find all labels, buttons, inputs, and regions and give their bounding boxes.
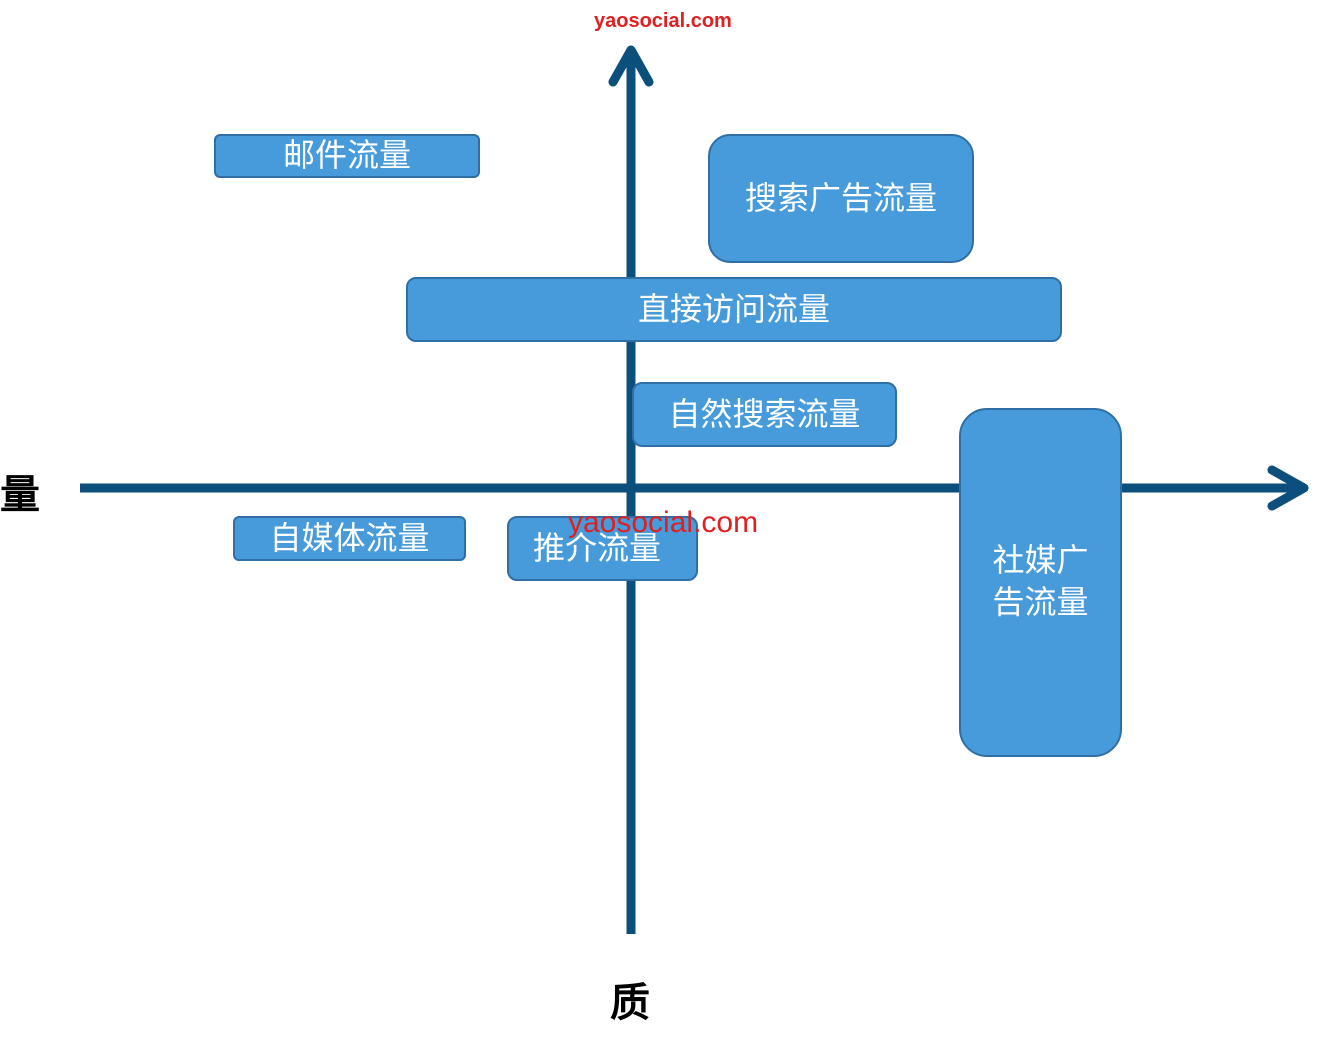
box-search-ads-traffic: 搜索广告流量	[708, 134, 974, 263]
horizontal-arrowhead	[1267, 465, 1309, 511]
box-direct-traffic: 直接访问流量	[406, 277, 1062, 342]
box-organic-search-traffic: 自然搜索流量	[632, 382, 897, 447]
box-referral-traffic: 推介流量	[507, 516, 698, 581]
box-self-media-traffic: 自媒体流量	[233, 516, 466, 561]
watermark-center: yaosocial.com	[568, 506, 759, 539]
watermark-top: yaosocial.com	[594, 10, 732, 32]
x-axis-label: 量	[0, 472, 40, 518]
box-email-traffic: 邮件流量	[214, 134, 480, 178]
box-social-ads-traffic: 社媒广 告流量	[959, 408, 1122, 757]
y-axis-label: 质	[610, 980, 650, 1026]
vertical-arrowhead	[608, 45, 654, 87]
